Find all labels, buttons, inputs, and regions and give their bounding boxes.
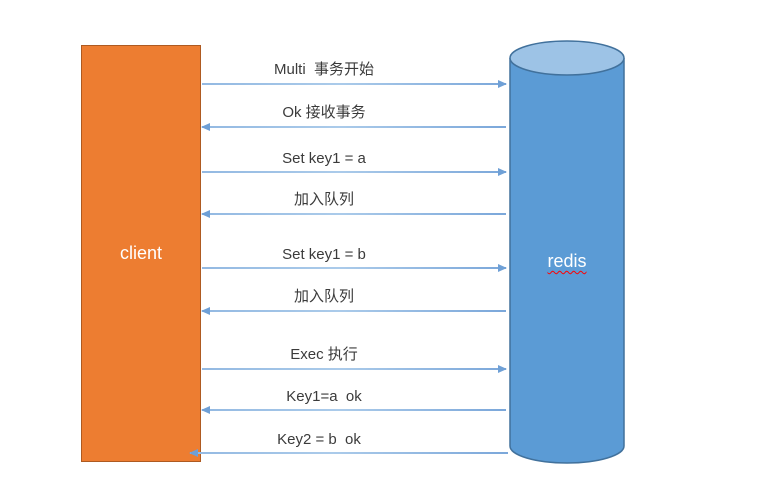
message-label: Key1=a ok [286, 388, 362, 405]
message: Key2 = b ok [189, 424, 508, 457]
message: Multi 事务开始 [202, 55, 507, 88]
message-label: Exec 执行 [290, 346, 358, 363]
message: 加入队列 [201, 282, 506, 315]
redis-label-wrap: redis [508, 251, 626, 272]
arrowhead-left-icon [201, 406, 210, 414]
message: Key1=a ok [201, 381, 506, 414]
message-arrow-line [201, 406, 506, 414]
message-label: Set key1 = b [282, 246, 366, 263]
message: Ok 接收事务 [201, 98, 506, 131]
client-label: client [119, 243, 163, 263]
message-label: 加入队列 [293, 288, 354, 305]
message-arrow-line [202, 168, 507, 176]
message-label: Ok 接收事务 [282, 104, 366, 121]
message: Set key1 = a [202, 143, 507, 176]
message-arrow-line [189, 449, 508, 457]
message-label: 加入队列 [293, 191, 354, 208]
arrowhead-right-icon [498, 365, 507, 373]
message-label: Multi 事务开始 [273, 61, 374, 78]
message: Exec 执行 [202, 340, 507, 373]
message-arrow-line [202, 80, 507, 88]
arrowhead-right-icon [498, 168, 507, 176]
message: 加入队列 [201, 185, 506, 218]
message-label: Set key1 = a [282, 150, 366, 167]
message: Set key1 = b [202, 239, 507, 272]
arrowhead-right-icon [498, 80, 507, 88]
arrowhead-left-icon [189, 449, 198, 457]
arrowhead-left-icon [201, 307, 210, 315]
redis-label: redis [547, 251, 587, 271]
arrowhead-left-icon [201, 123, 210, 131]
message-arrow-line [202, 264, 507, 272]
message-arrow-line [201, 307, 506, 315]
message-arrow-line [201, 210, 506, 218]
message-label: Key2 = b ok [277, 431, 361, 448]
redis-cylinder-icon [509, 40, 625, 464]
arrowhead-left-icon [201, 210, 210, 218]
client-node: client [81, 45, 201, 462]
message-arrow-line [201, 123, 506, 131]
arrowhead-right-icon [498, 264, 507, 272]
message-arrow-line [202, 365, 507, 373]
